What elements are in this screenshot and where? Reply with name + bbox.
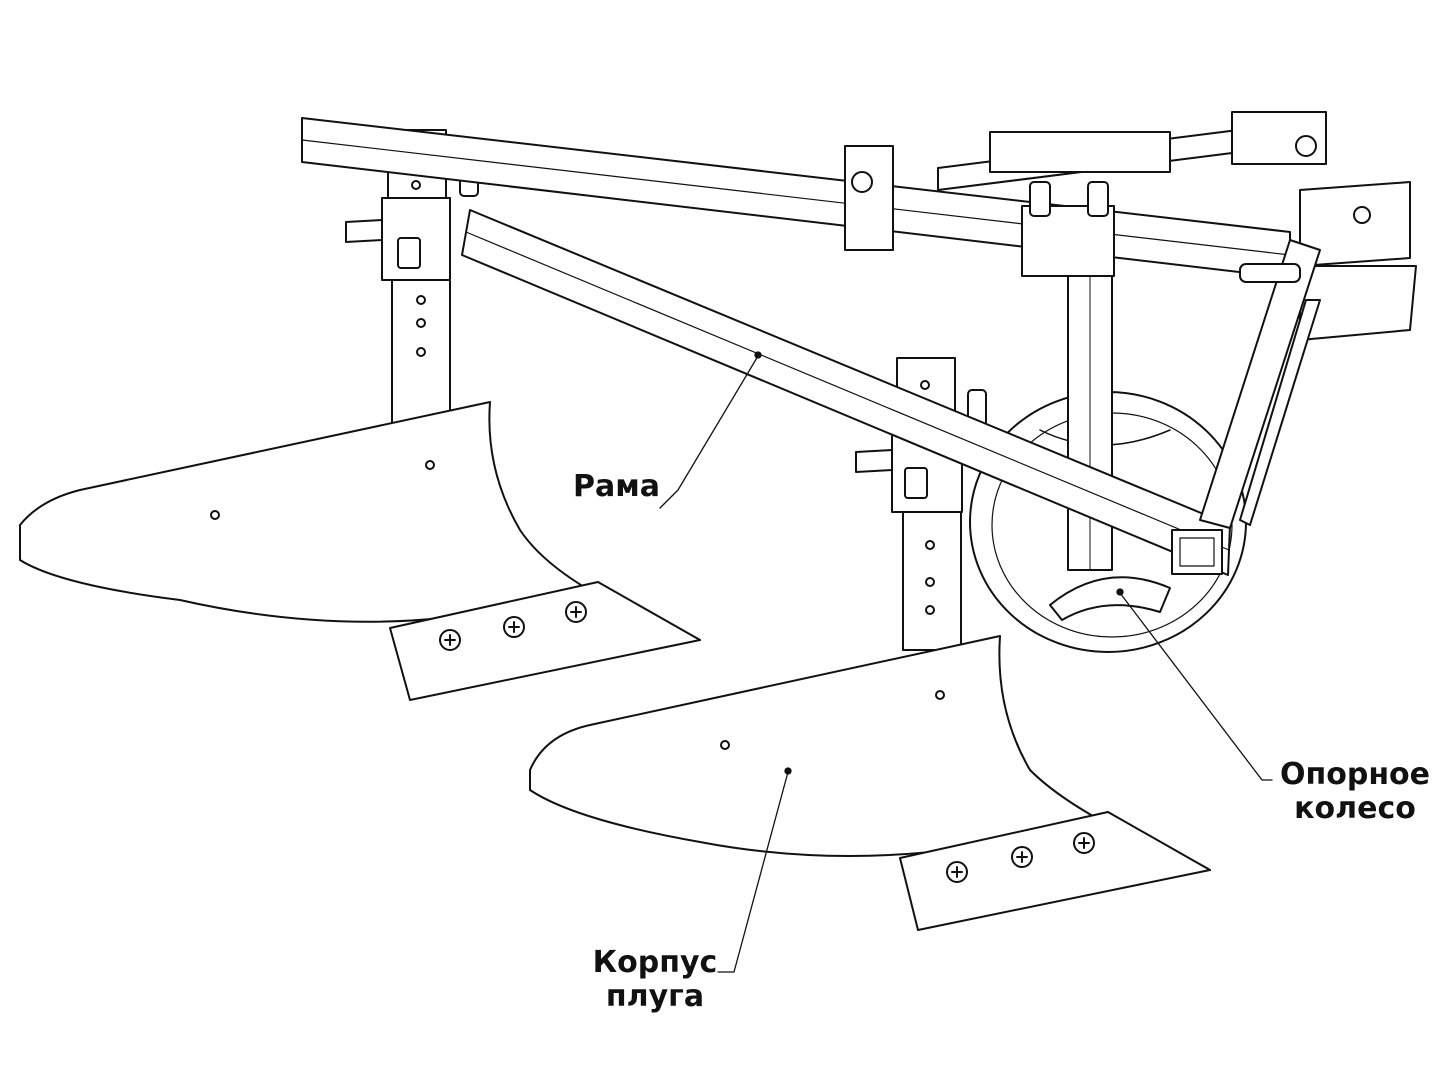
share-bolt: [565, 601, 587, 623]
label-plow-body-line2: плуга: [605, 979, 705, 1014]
share-bolt: [1011, 846, 1033, 868]
leader-lines: [659, 351, 1273, 973]
plow-body-rear: [19, 401, 701, 701]
label-support-wheel: Опорное колесо: [1273, 758, 1437, 826]
leader-frame: [659, 355, 759, 509]
hitch-assembly: [851, 111, 1417, 529]
share-bolt: [439, 629, 461, 651]
label-support-wheel-line2: колесо: [1294, 791, 1416, 826]
label-plow-body-line1: Корпус: [592, 945, 718, 980]
share-bolt: [503, 616, 525, 638]
wheel-post: [1067, 269, 1113, 571]
frame: [301, 117, 1291, 576]
plow-body-front: [529, 635, 1211, 931]
label-plow-body: Корпус плуга: [586, 946, 724, 1014]
share-bolt: [1073, 832, 1095, 854]
leader-wheel: [1119, 592, 1273, 781]
label-frame: Рама: [573, 469, 660, 504]
leader-body: [717, 771, 789, 973]
label-support-wheel-line1: Опорное: [1280, 757, 1430, 792]
share-bolt: [946, 861, 968, 883]
